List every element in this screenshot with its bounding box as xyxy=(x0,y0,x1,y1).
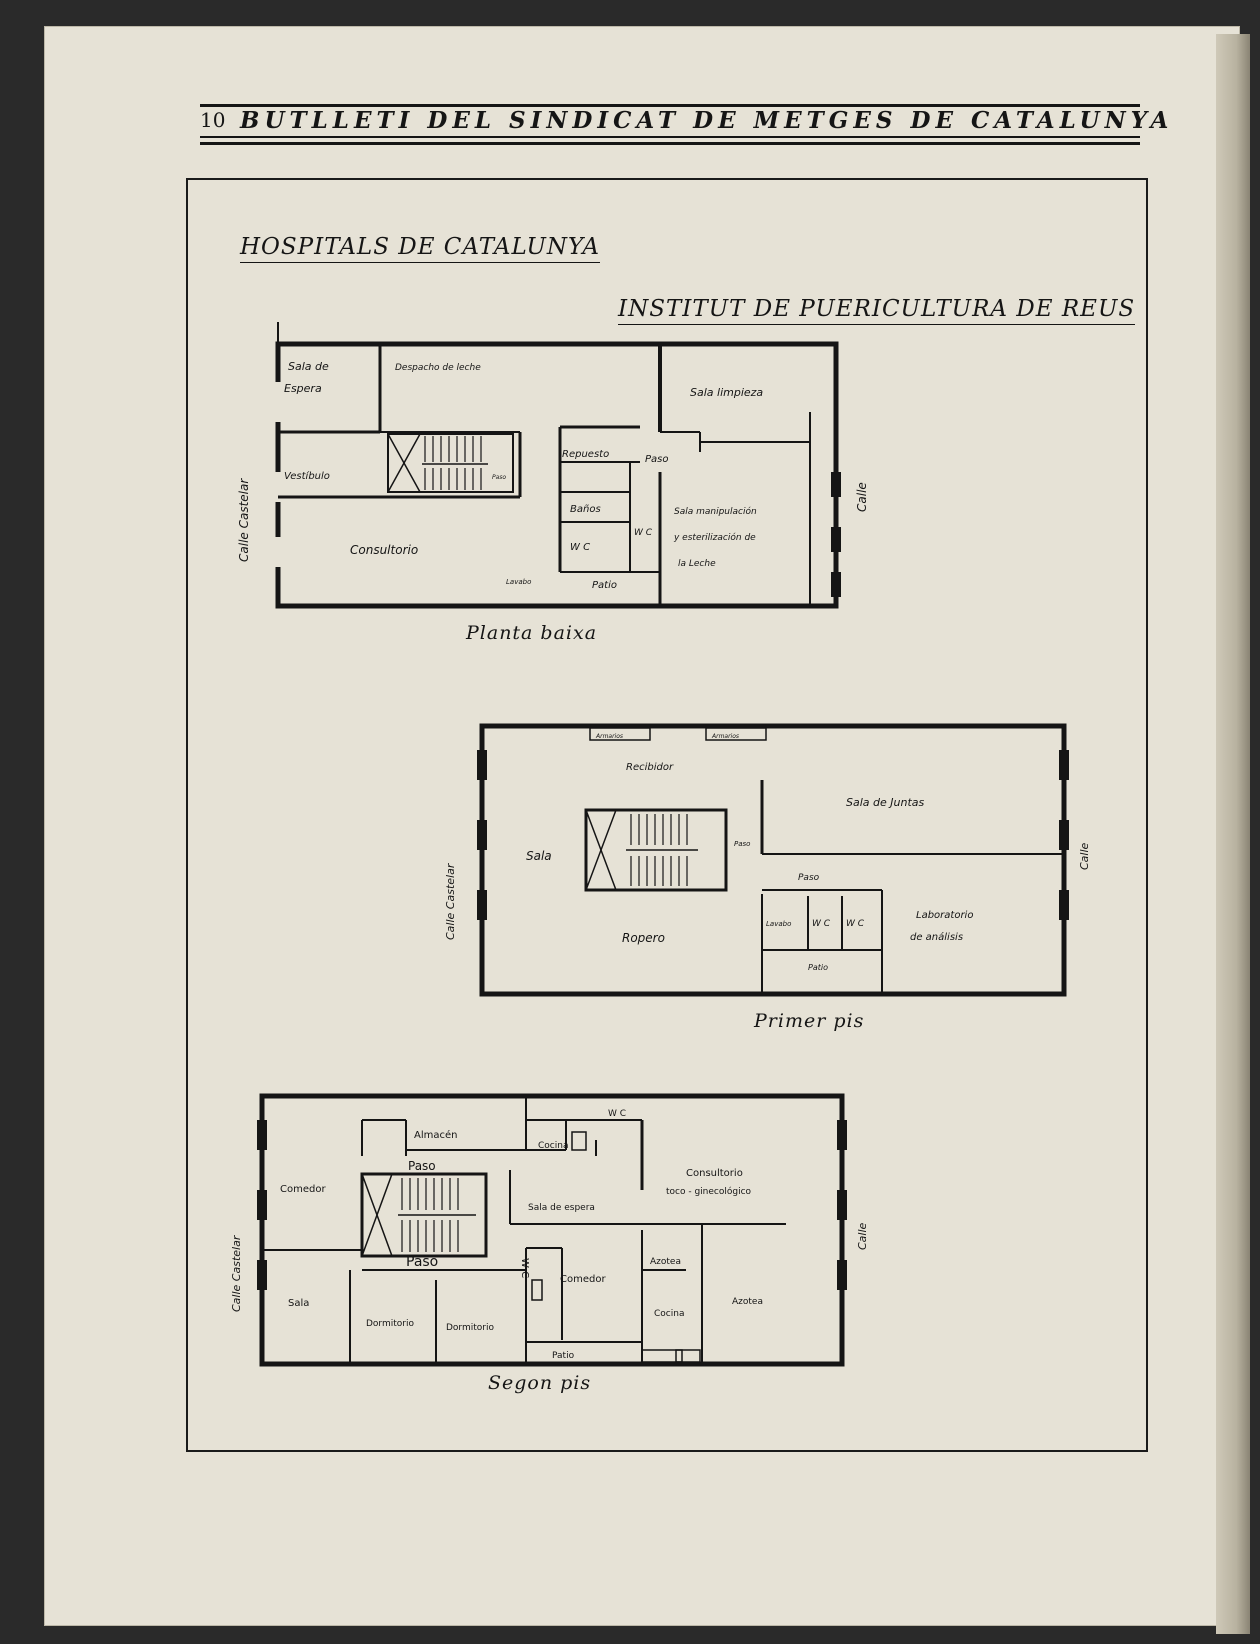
room-repuesto: Repuesto xyxy=(562,449,609,460)
room-sala-espera: Sala de espera xyxy=(528,1203,595,1213)
page-number: 10 xyxy=(200,108,230,132)
header-rule-bottom-2 xyxy=(200,142,1140,145)
figure-frame xyxy=(186,178,1148,1452)
room-wc-2: W C xyxy=(846,919,865,929)
street-left-second: Calle Castelar xyxy=(230,1234,243,1312)
room-consultorio-1: Consultorio xyxy=(686,1168,743,1179)
header-rule-top xyxy=(200,104,1140,107)
caption-first: Primer pis xyxy=(754,1010,865,1032)
room-recibidor: Recibidor xyxy=(626,762,674,773)
room-ropero: Ropero xyxy=(622,931,665,945)
ground-floor-plan: Sala de Espera Despacho de leche Vestíbu… xyxy=(237,322,869,609)
room-patio: Patio xyxy=(808,963,828,972)
room-wc-1: W C xyxy=(570,542,590,553)
room-sala-juntas: Sala de Juntas xyxy=(846,796,925,809)
caption-ground: Planta baixa xyxy=(466,622,598,644)
room-paso: Paso xyxy=(798,873,820,883)
second-floor-plan: Almacén W C Cocina Consultorio toco - gi… xyxy=(230,1093,869,1367)
street-left-first: Calle Castelar xyxy=(444,862,457,940)
room-cocina-1: Cocina xyxy=(538,1141,568,1151)
room-sala: Sala xyxy=(288,1298,309,1309)
room-paso-2: Paso xyxy=(406,1254,438,1270)
room-azotea-2: Azotea xyxy=(732,1297,763,1307)
room-manip-3: la Leche xyxy=(678,559,716,569)
room-sala-espera-2: Espera xyxy=(284,382,322,395)
journal-title: BUTLLETI DEL SINDICAT DE METGES DE CATAL… xyxy=(240,107,1174,134)
room-armarios-1: Armarios xyxy=(595,733,623,740)
page-edge xyxy=(1216,34,1250,1634)
room-paso-small: Paso xyxy=(492,474,506,481)
room-lavabo: Lavabo xyxy=(766,920,791,928)
room-sala-espera-1: Sala de xyxy=(288,360,329,373)
room-dormitorio-1: Dormitorio xyxy=(366,1319,414,1329)
room-paso: Paso xyxy=(645,454,669,465)
room-dormitorio-2: Dormitorio xyxy=(446,1323,494,1333)
first-floor-plan: Armarios Armarios Recibidor Sala de Junt… xyxy=(444,723,1091,997)
street-left-ground: Calle Castelar xyxy=(237,478,251,562)
room-paso-small: Paso xyxy=(734,840,750,848)
room-manip-1: Sala manipulación xyxy=(674,506,757,517)
caption-second: Segon pis xyxy=(488,1372,592,1394)
room-comedor-1: Comedor xyxy=(280,1184,326,1195)
room-sala: Sala xyxy=(526,849,552,863)
room-wc-2: W C xyxy=(634,528,653,538)
room-lavabo: Lavabo xyxy=(506,578,531,586)
street-right-first: Calle xyxy=(1078,842,1091,870)
section-title: HOSPITALS DE CATALUNYA xyxy=(240,234,600,263)
room-patio: Patio xyxy=(592,580,617,591)
page-header: 10 BUTLLETI DEL SINDICAT DE METGES DE CA… xyxy=(200,104,1174,152)
street-right-ground: Calle xyxy=(855,482,869,512)
header-rule-bottom xyxy=(200,136,1140,138)
room-banos: Baños xyxy=(570,504,601,515)
room-despacho: Despacho de leche xyxy=(395,363,481,373)
room-manip-2: y esterilización de xyxy=(673,532,756,543)
room-laboratorio-1: Laboratorio xyxy=(916,910,973,921)
room-patio: Patio xyxy=(552,1351,575,1361)
room-consultorio: Consultorio xyxy=(350,543,418,557)
room-wc-1: W C xyxy=(812,919,831,929)
room-armarios-2: Armarios xyxy=(711,733,739,740)
room-wc-side: W C xyxy=(519,1258,530,1278)
room-wc-top: W C xyxy=(608,1109,626,1119)
room-laboratorio-2: de análisis xyxy=(910,931,963,943)
room-azotea-1: Azotea xyxy=(650,1257,681,1267)
institution-title: INSTITUT DE PUERICULTURA DE REUS xyxy=(618,296,1136,325)
room-almacen: Almacén xyxy=(414,1129,457,1141)
room-consultorio-2: toco - ginecológico xyxy=(666,1186,752,1197)
room-comedor-2: Comedor xyxy=(560,1274,606,1285)
street-right-second: Calle xyxy=(856,1222,869,1250)
room-vestibulo: Vestíbulo xyxy=(284,470,330,482)
room-sala-limpieza: Sala limpieza xyxy=(690,386,763,399)
room-cocina-2: Cocina xyxy=(654,1309,684,1319)
room-paso-1: Paso xyxy=(408,1159,436,1173)
